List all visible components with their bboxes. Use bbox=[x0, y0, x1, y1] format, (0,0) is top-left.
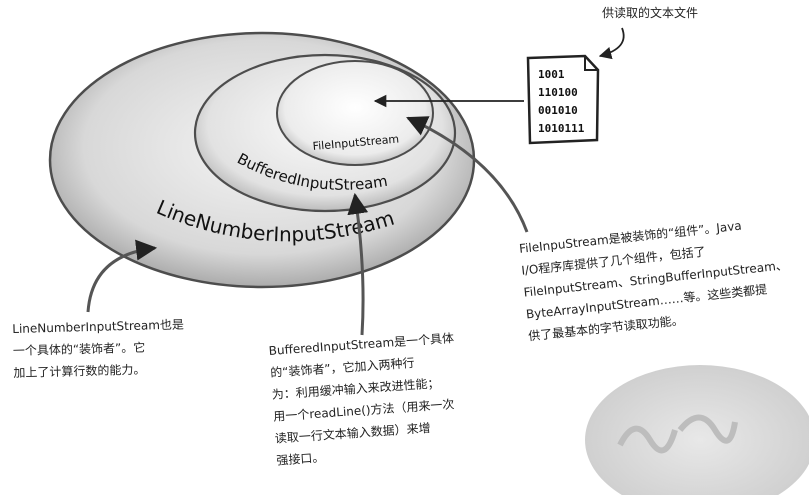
file-icon-line-2: 110100 bbox=[538, 86, 578, 99]
binary-file-icon: 1001 110100 001010 1010111 bbox=[526, 54, 600, 145]
file-icon-line-4: 1010111 bbox=[538, 122, 585, 135]
arrow-note-to-file bbox=[598, 27, 625, 60]
arrow-bis-note bbox=[347, 192, 369, 336]
file-icon-line-1: 1001 bbox=[538, 68, 565, 81]
arrow-fis-note bbox=[406, 116, 529, 233]
note-line-number-input-stream: LineNumberInputStream也是 一个具体的“装饰者”。它 加上了… bbox=[12, 317, 185, 380]
note-text-file: 供读取的文本文件 bbox=[602, 6, 699, 20]
watermark-seal bbox=[585, 365, 809, 495]
inner-oval bbox=[276, 60, 434, 166]
arrow-lnis-note bbox=[86, 239, 158, 313]
file-icon-line-3: 001010 bbox=[538, 104, 578, 117]
note-buffered-input-stream: BufferedInputStream是一个具体 的“装饰者”，它加入两种行 为… bbox=[268, 331, 455, 468]
